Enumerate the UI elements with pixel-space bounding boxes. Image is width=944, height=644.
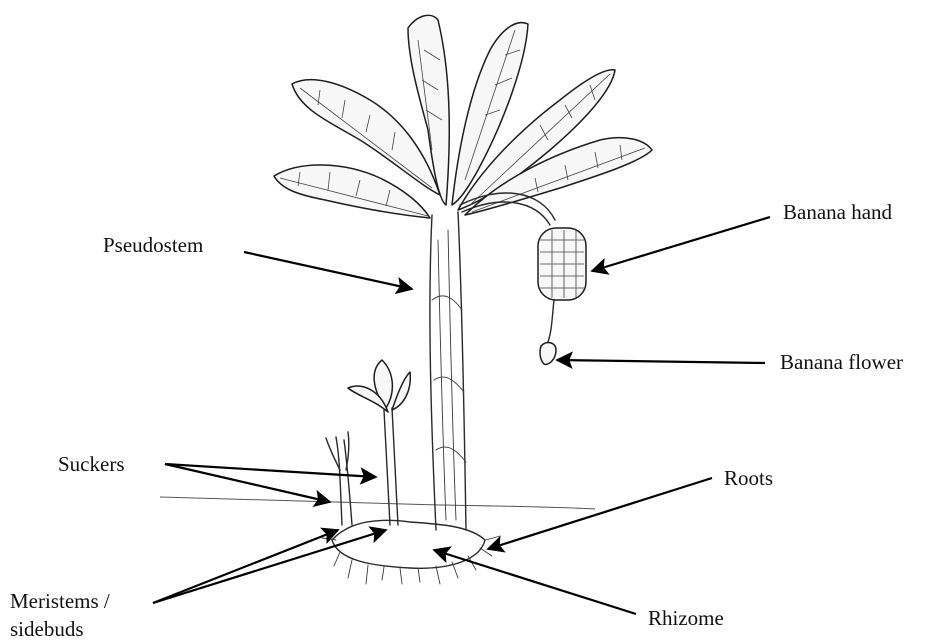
label-rhizome: Rhizome (648, 606, 724, 631)
label-meristems-line2: sidebuds (10, 617, 84, 642)
banana-bunch (460, 193, 586, 364)
label-banana-hand: Banana hand (783, 200, 892, 225)
label-roots: Roots (724, 466, 773, 491)
banana-flower-arrow (557, 360, 765, 363)
label-suckers: Suckers (58, 452, 125, 477)
roots-arrow (488, 478, 712, 549)
label-banana-flower: Banana flower (780, 350, 903, 375)
label-meristems-line1: Meristems / (10, 589, 110, 614)
ground-line (160, 497, 595, 509)
pseudostem-trunk (430, 212, 466, 530)
meristems-arrow-2 (153, 530, 386, 603)
banana-hand-arrow (592, 217, 770, 271)
arrows (153, 217, 770, 614)
rhizome-roots (322, 520, 500, 584)
meristems-arrow-1 (153, 530, 338, 603)
pseudostem-arrow (244, 252, 412, 289)
leaves (274, 15, 652, 218)
rhizome-arrow (434, 550, 636, 614)
label-pseudostem: Pseudostem (103, 233, 203, 258)
suckers-plants (326, 360, 410, 525)
